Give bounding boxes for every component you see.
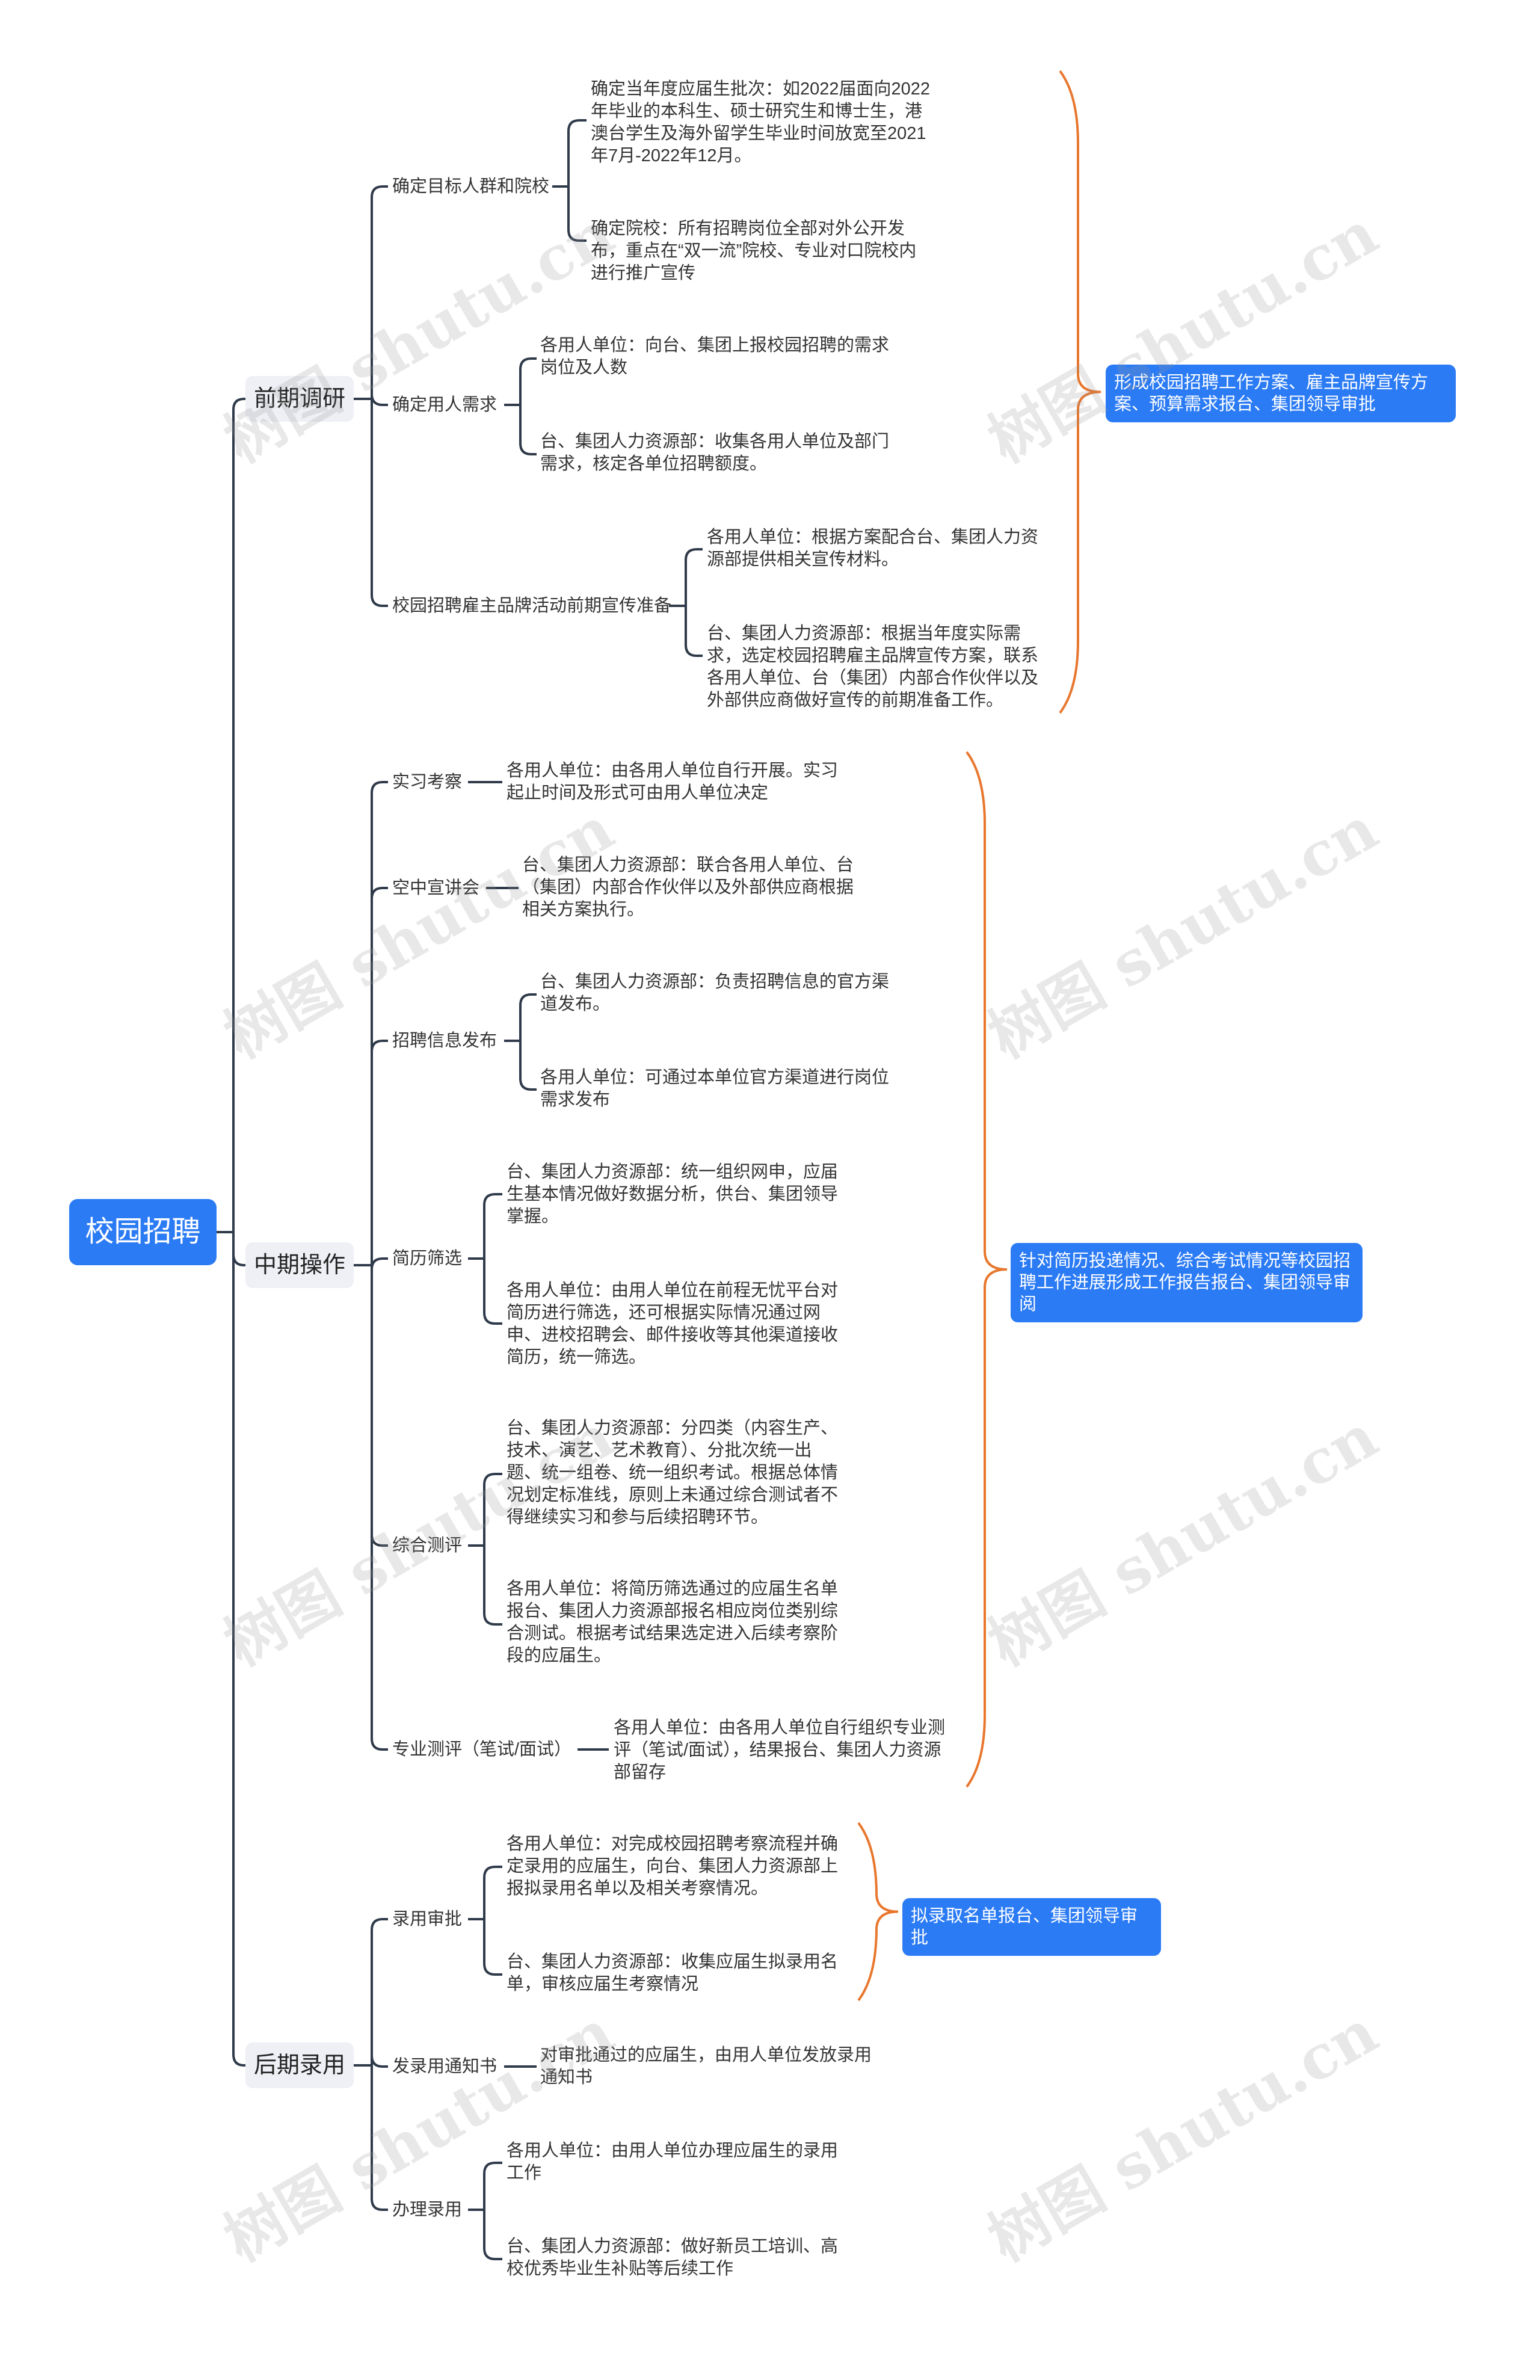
item-connector-branch [483,2210,502,2260]
item-connector-branch [483,1259,502,1325]
item-connector-branch [483,1473,502,1546]
leaf-test-hr[interactable]: 台、集团人力资源部：分四类（内容生产、技术、演艺、艺术教育）、分批次统一出题、统… [507,1419,839,1527]
topic-comprehensive-test[interactable]: 综合测评 [392,1536,463,1555]
leaf-screening-unit[interactable]: 各用人单位：由用人单位在前程无忧平台对简历进行筛选，还可根据实际情况通过网申、进… [507,1281,839,1367]
summary-brace-late [857,1822,899,2002]
phase1-connector-branch [371,185,388,399]
leaf-test-unit[interactable]: 各用人单位：将简历筛选通过的应届生名单报台、集团人力资源部报名相应岗位类别综合测… [507,1579,839,1665]
phase2-connector-branch [371,887,388,1265]
phase2-connector-branch [371,1257,388,1270]
leaf-hr-quota[interactable]: 台、集团人力资源部：收集各用人单位及部门需求，核定各单位招聘额度。 [540,432,890,473]
summary-brace-mid [966,751,1008,1788]
phase-node-mid-operation[interactable]: 中期操作 [245,1242,354,1288]
leaf-approval-unit[interactable]: 各用人单位：对完成校园招聘考察流程并确定录用的应届生，向台、集团人力资源部上报拟… [507,1834,839,1898]
item-connector-branch [567,187,587,242]
root-connector-branch [232,1232,245,2067]
item-connector-branch [519,405,537,455]
leaf-onboarding-hr[interactable]: 台、集团人力资源部：做好新员工培训、高校优秀毕业生补贴等后续工作 [507,2237,839,2278]
item-connector-branch [567,119,587,187]
summary-brace-early [1059,70,1101,714]
leaf-internship-unit[interactable]: 各用人单位：由各用人单位自行开展。实习起止时间及形式可由用人单位决定 [507,761,839,803]
item-connector-branch [483,1919,502,1976]
item-connector-branch [483,1546,502,1626]
topic-online-briefing[interactable]: 空中宣讲会 [392,878,480,898]
summary-early-research[interactable]: 形成校园招聘工作方案、雇主品牌宣传方案、预算需求报台、集团领导审批 [1106,365,1456,422]
leaf-onboarding-unit[interactable]: 各用人单位：由用人单位办理应届生的录用工作 [507,2141,839,2183]
phase2-connector-branch [371,781,388,1265]
item-connector-branch [483,2162,502,2210]
root-connector-branch [232,398,245,1232]
phase2-connector-branch [371,1040,388,1265]
leaf-graduate-batch[interactable]: 确定当年度应届生批次：如2022届面向2022年毕业的本科生、硕士研究生和博士生… [591,79,931,165]
phase3-connector-branch [371,1918,388,2065]
leaf-unit-demand[interactable]: 各用人单位：向台、集团上报校园招聘的需求岗位及人数 [540,336,890,377]
summary-mid-operation[interactable]: 针对简历投递情况、综合考试情况等校园招聘工作进展形成工作报告报台、集团领导审阅 [1011,1243,1363,1322]
phase2-connector-branch [371,1265,388,1751]
topic-brand-promotion[interactable]: 校园招聘雇主品牌活动前期宣传准备 [392,596,672,615]
leaf-unit-materials[interactable]: 各用人单位：根据方案配合台、集团人力资源部提供相关宣传材料。 [707,528,1039,569]
phase3-connector-branch [371,2065,388,2211]
topic-professional-test[interactable]: 专业测评（笔试/面试） [392,1740,572,1759]
topic-onboarding[interactable]: 办理录用 [392,2200,463,2219]
phase3-connector-branch [371,2055,388,2068]
leaf-target-schools[interactable]: 确定院校：所有招聘岗位全部对外公开发布，重点在“双一流”院校、专业对口院校内进行… [591,219,917,283]
item-connector-branch [483,1866,502,1919]
item-connector-branch [519,1041,537,1091]
summary-late-hiring[interactable]: 拟录取名单报台、集团领导审批 [902,1898,1161,1956]
item-connector-branch [519,993,537,1041]
leaf-posting-hr[interactable]: 台、集团人力资源部：负责招聘信息的官方渠道发布。 [540,972,890,1014]
root-connector-branch [232,1232,245,1266]
leaf-screening-hr[interactable]: 台、集团人力资源部：统一组织网申，应届生基本情况做好数据分析，供台、集团领导掌握… [507,1162,839,1226]
phase-node-early-research[interactable]: 前期调研 [245,376,354,422]
topic-offer-letter[interactable]: 发录用通知书 [392,2057,497,2076]
leaf-online-briefing-hr[interactable]: 台、集团人力资源部：联合各用人单位、台（集团）内部合作伙伴以及外部供应商根据相关… [522,856,854,919]
item-connector-branch [483,1193,502,1259]
phase-node-late-hiring[interactable]: 后期录用 [245,2042,354,2088]
topic-job-posting[interactable]: 招聘信息发布 [392,1031,497,1050]
leaf-posting-unit[interactable]: 各用人单位：可通过本单位官方渠道进行岗位需求发布 [540,1068,890,1109]
root-node[interactable]: 校园招聘 [69,1199,217,1265]
item-connector-branch [519,357,537,405]
leaf-approval-hr[interactable]: 台、集团人力资源部：收集应届生拟录用名单，审核应届生考察情况 [507,1952,839,1994]
leaf-offer-letter[interactable]: 对审批通过的应届生，由用人单位发放录用通知书 [540,2046,872,2087]
phase2-connector-branch [371,1265,388,1547]
leaf-professional-unit[interactable]: 各用人单位：由各用人单位自行组织专业测评（笔试/面试），结果报台、集团人力资源部… [614,1718,946,1782]
item-connector-branch [685,548,703,606]
topic-target-groups[interactable]: 确定目标人群和院校 [392,177,550,196]
phase1-connector-branch [371,399,388,607]
topic-resume-screening[interactable]: 简历筛选 [392,1249,463,1268]
leaf-hr-brand-plan[interactable]: 台、集团人力资源部：根据当年度实际需求，选定校园招聘雇主品牌宣传方案，联系各用人… [707,624,1039,710]
phase1-connector-branch [371,393,388,406]
topic-hiring-demand[interactable]: 确定用人需求 [392,395,497,415]
topic-internship[interactable]: 实习考察 [392,772,463,792]
topic-hiring-approval[interactable]: 录用审批 [392,1910,463,1929]
item-connector-branch [685,606,703,657]
